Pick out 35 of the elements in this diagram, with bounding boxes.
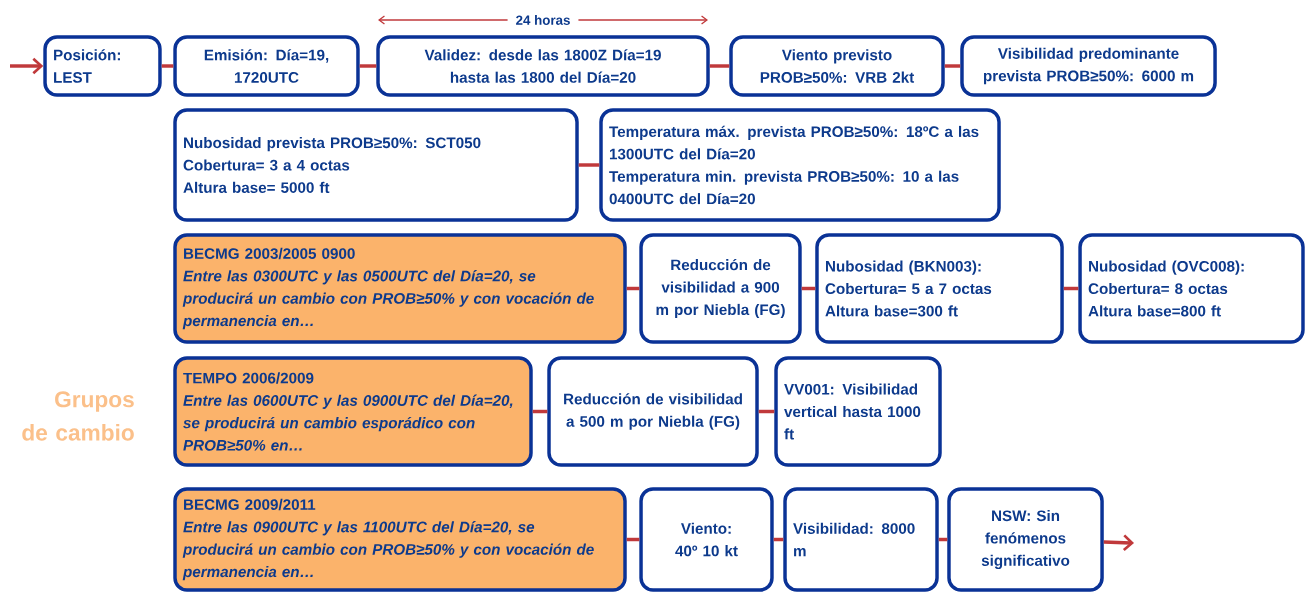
info-box: Viento previsto PROB≥50%: VRB 2kt — [729, 35, 945, 97]
info-box: VV001: Visibilidad vertical hasta 1000 ft — [774, 356, 942, 467]
info-box: Viento: 40º 10 kt — [639, 487, 774, 592]
connector-line — [773, 537, 784, 542]
info-box: Nubosidad prevista PROB≥50%: SCT050 Cobertura= 3 a 4 octas Altura base= 5000 ft — [173, 108, 579, 222]
info-box: Nubosidad (OVC008): Cobertura= 8 octas Altura base=800 ft — [1078, 233, 1305, 344]
info-box: NSW: Sin fenómenos significativo — [947, 487, 1104, 592]
connector-line — [801, 286, 816, 291]
connector-line — [758, 409, 775, 414]
connector-line — [359, 64, 377, 68]
connector-line — [938, 537, 948, 542]
change-group-box: TEMPO 2006/2009 Entre las 0600UTC y las 0900UTC del Día=20, se producirá un cambio esporádico con PROB≥50% en… — [173, 356, 533, 467]
connector-line — [944, 64, 961, 68]
info-box: Visibilidad predominante prevista PROB≥50%: 6000 m — [960, 35, 1217, 97]
change-group-box: BECMG 2003/2005 0900 Entre las 0300UTC y las 0500UTC del Día=20, se producirá un cambio con PROB≥50% y con vocación de permanencia en… — [173, 233, 627, 344]
connector-line — [161, 64, 174, 68]
info-box: Reducción de visibilidad a 500 m por Niebla (FG) — [547, 356, 759, 467]
connector-line — [709, 64, 730, 68]
change-group-box: BECMG 2009/2011 Entre las 0900UTC y las 1100UTC del Día=20, se producirá un cambio con PROB≥50% y con vocación de permanencia en… — [173, 487, 627, 592]
arrow — [10, 57, 44, 75]
info-box: Validez: desde las 1800Z Día=19 hasta las 1800 del Día=20 — [376, 35, 710, 97]
connector-line — [578, 163, 600, 167]
info-box: Temperatura máx. prevista PROB≥50%: 18ºC a las 1300UTC del Día=20 Temperatura min. prevista PROB≥50%: 10 a las 0400UTC del Día=20 — [599, 108, 1001, 222]
info-box: Reducción de visibilidad a 900 m por Niebla (FG) — [639, 233, 802, 344]
connector-line — [1063, 286, 1079, 291]
info-box: Posición: LEST — [43, 35, 162, 97]
connector-line — [626, 537, 640, 542]
connector-line — [532, 409, 548, 414]
dimension-label: 24 horas — [507, 13, 579, 27]
info-box: Visibilidad: 8000 m — [783, 487, 939, 592]
info-box: Nubosidad (BKN003): Cobertura= 5 a 7 octas Altura base=300 ft — [815, 233, 1064, 344]
arrow — [1103, 534, 1135, 552]
info-box: Emisión: Día=19, 1720UTC — [173, 35, 360, 97]
connector-line — [626, 286, 640, 291]
group-heading: Grupos de cambio — [22, 391, 134, 441]
